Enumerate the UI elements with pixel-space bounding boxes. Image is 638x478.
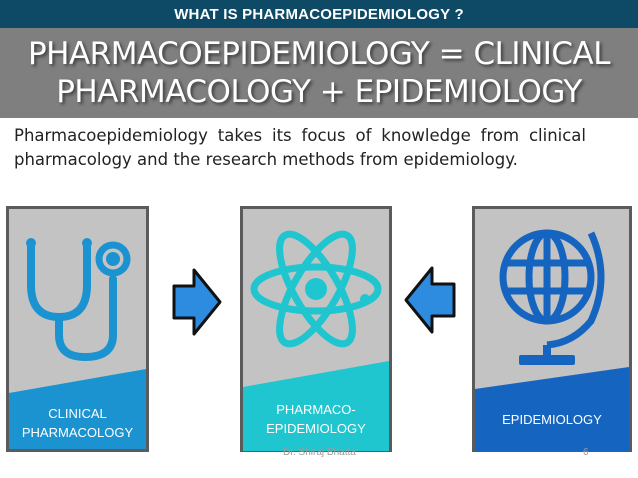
epidemiology-card: EPIDEMIOLOGY 6: [472, 206, 632, 458]
title-line-1: PHARMACOEPIDEMIOLOGY = CLINICAL: [27, 36, 611, 72]
epidemiology-label: EPIDEMIOLOGY: [502, 411, 602, 427]
title-bar: PHARMACOEPIDEMIOLOGY = CLINICAL PHARMACO…: [0, 28, 638, 118]
label-tab-right: [475, 367, 629, 451]
arrow-right-icon: [172, 268, 222, 336]
clinical-pharmacology-label: CLINICAL PHARMACOLOGY: [9, 399, 146, 447]
pharmaco-label-line-1: PHARMACO-: [276, 402, 356, 417]
description-text: Pharmacoepidemiology takes its focus of …: [14, 126, 586, 169]
clinical-pharmacology-card: CLINICAL PHARMACOLOGY: [6, 206, 149, 452]
title-line-2: PHARMACOLOGY + EPIDEMIOLOGY: [56, 74, 582, 110]
globe-icon: [499, 229, 605, 365]
clinical-label-line-1: CLINICAL: [48, 406, 107, 421]
atom-icon: [250, 230, 382, 348]
pharmacoepidemiology-card: PHARMACO- EPIDEMIOLOGY Dr. Shiraj Bhatta: [240, 206, 392, 458]
clinical-label-line-2: PHARMACOLOGY: [21, 425, 134, 440]
label-tab-center: [243, 361, 389, 451]
stethoscope-icon: [26, 238, 131, 362]
pharmaco-label-line-2: EPIDEMIOLOGY: [266, 421, 366, 436]
label-tab-left: [9, 369, 146, 449]
header-question: WHAT IS PHARMACOEPIDEMIOLOGY ?: [174, 5, 464, 23]
pharmacoepidemiology-label: PHARMACO- EPIDEMIOLOGY: [243, 397, 389, 441]
arrow-left-icon: [404, 266, 456, 334]
header-bar: WHAT IS PHARMACOEPIDEMIOLOGY ?: [0, 0, 638, 28]
footer-page-number: 6: [583, 447, 589, 458]
footer-author: Dr. Shiraj Bhatta: [283, 447, 356, 458]
